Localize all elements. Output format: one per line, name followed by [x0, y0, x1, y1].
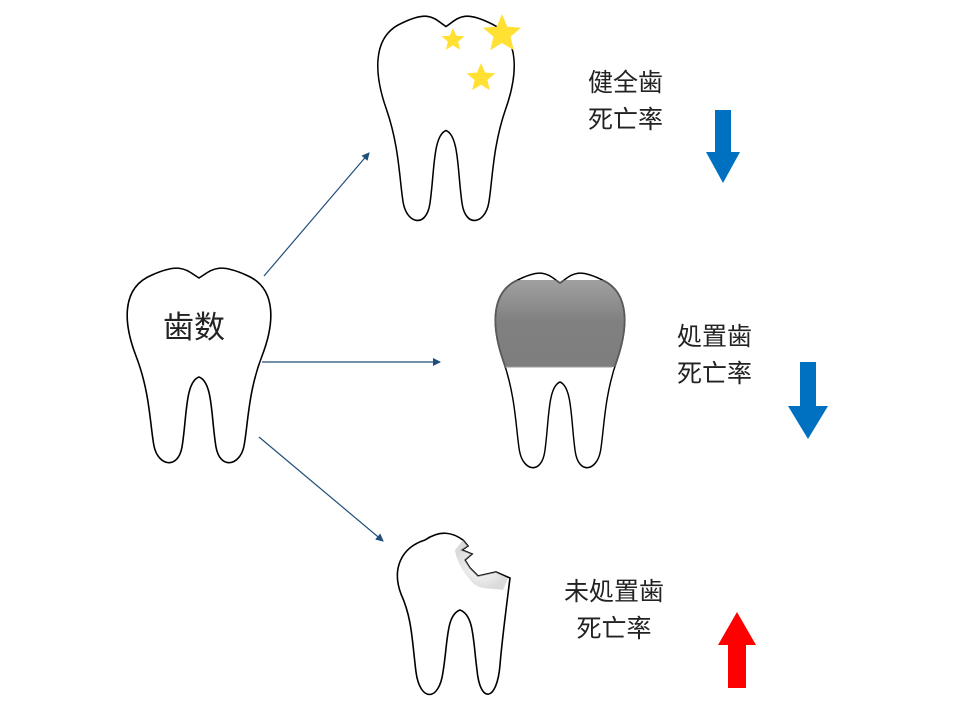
treated-label-line1: 処置歯 — [677, 322, 753, 351]
healthy-label-line2: 死亡率 — [588, 105, 664, 134]
connector-to-healthy — [263, 152, 370, 277]
treated-label-line2: 死亡率 — [677, 359, 753, 388]
untreated-trend-arrow-icon — [718, 612, 756, 688]
decayed-tooth-icon — [396, 532, 511, 696]
cavity-shading — [455, 540, 508, 590]
filling-crown — [494, 280, 626, 367]
untreated-label-line1: 未処置歯 — [564, 577, 665, 606]
healthy-label: 健全歯 死亡率 — [588, 64, 663, 138]
untreated-label: 未処置歯 死亡率 — [564, 573, 664, 647]
treated-label: 処置歯 死亡率 — [677, 318, 752, 392]
sparkle-icon — [441, 14, 521, 91]
star-icon — [441, 28, 465, 50]
treated-trend-arrow-icon — [788, 362, 828, 439]
untreated-label-line2: 死亡率 — [576, 614, 652, 643]
healthy-trend-arrow-icon — [706, 110, 740, 183]
star-icon — [483, 14, 521, 51]
connector-to-untreated — [258, 436, 384, 542]
center-tooth-icon — [126, 267, 272, 464]
star-icon — [466, 63, 496, 91]
center-label: 歯数 — [163, 310, 225, 346]
healthy-label-line1: 健全歯 — [588, 68, 664, 97]
